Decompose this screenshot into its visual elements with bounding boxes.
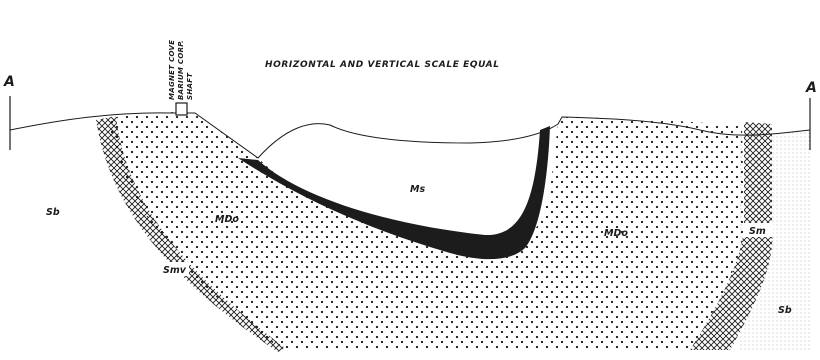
shaft-label-line-1: MAGNET COVE [168, 40, 176, 100]
shaft-symbol [176, 103, 187, 115]
shaft-label-line-2: BARIUM CORP. [177, 40, 185, 100]
unit-label-mdo-left: MDo [215, 214, 239, 225]
unit-label-mdo-right: MDo [604, 228, 628, 239]
unit-label-sm-right: Sm [749, 226, 766, 237]
diagram-title: HORIZONTAL AND VERTICAL SCALE EQUAL [265, 60, 500, 70]
section-end-right-label: A [805, 80, 817, 96]
section-end-left-label: A [3, 74, 15, 90]
unit-label-sb-right: Sb [778, 305, 792, 316]
unit-label-sm-left: Smv [163, 265, 187, 276]
unit-label-sb-left: Sb [46, 207, 60, 218]
shaft-label: MAGNET COVE BARIUM CORP. SHAFT [168, 40, 194, 100]
unit-label-ms: Ms [410, 184, 425, 195]
shaft-label-line-3: SHAFT [186, 72, 194, 100]
